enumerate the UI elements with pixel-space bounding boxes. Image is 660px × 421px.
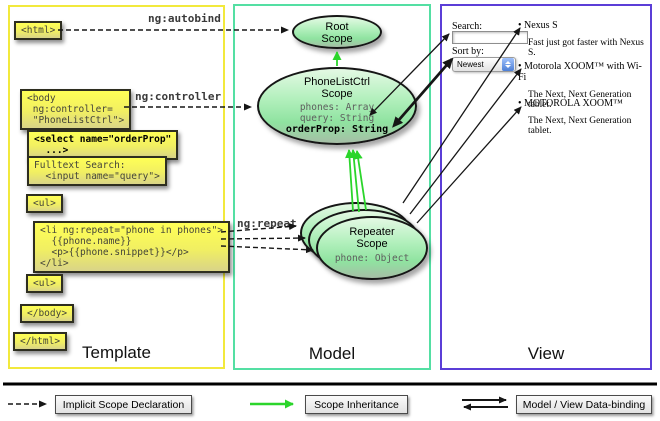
- phone-snippet: Fast just got faster with Nexus S.: [528, 38, 644, 58]
- legend-label: Implicit Scope Declaration: [62, 398, 185, 411]
- legend-model-view-data-binding: Model / View Data-binding: [516, 395, 652, 414]
- code-html-close: </html>: [13, 332, 68, 351]
- repeater-scope-title: Repeater Scope: [349, 226, 395, 250]
- model-column: Model: [233, 4, 431, 370]
- legend-label: Scope Inheritance: [314, 398, 399, 411]
- phone-snippet: The Next, Next Generation tablet.: [528, 116, 632, 136]
- code-body-open: <body ng:controller= "PhoneListCtrl">: [20, 89, 132, 130]
- code-li-repeat: <li ng:repeat="phone in phones"> {{phone…: [33, 221, 231, 273]
- legend-scope-inheritance: Scope Inheritance: [305, 395, 408, 414]
- sort-dropdown-value: Newest: [457, 60, 484, 69]
- prop-orderprop: orderProp: String: [285, 124, 389, 135]
- annotation-ng-autobind: ng:autobind: [148, 12, 221, 25]
- search-input[interactable]: [452, 31, 528, 44]
- prop-query: query: String: [299, 113, 375, 124]
- root-scope-title: Root Scope: [321, 21, 353, 45]
- sort-dropdown[interactable]: Newest: [452, 57, 516, 72]
- prop-phone: phone: Object: [334, 253, 410, 264]
- phone-list-item: Nexus S Fast just got faster with Nexus …: [518, 20, 650, 58]
- code-ul-close: <ul>: [26, 274, 63, 293]
- view-column-label: View: [527, 344, 565, 363]
- search-label: Search:: [452, 21, 482, 32]
- phonelistctrl-scope-ellipse: PhoneListCtrl Scope phones: Array query:…: [257, 67, 417, 145]
- prop-phones: phones: Array: [299, 102, 375, 113]
- phonelistctrl-scope-title: PhoneListCtrl Scope: [303, 76, 371, 100]
- code-html-open: <html>: [14, 21, 63, 40]
- annotation-ng-controller: ng:controller: [135, 90, 222, 103]
- repeater-scope-ellipse: Repeater Scope phone: Object: [316, 216, 428, 280]
- sort-by-label: Sort by:: [452, 46, 484, 57]
- phone-list-item: MOTOROLA XOOM™ The Next, Next Generation…: [518, 98, 650, 136]
- code-body-close: </body>: [20, 304, 75, 323]
- phone-name: Nexus S: [518, 20, 650, 31]
- root-scope-ellipse: Root Scope: [292, 15, 382, 49]
- legend-implicit-scope-declaration: Implicit Scope Declaration: [55, 395, 192, 414]
- annotation-ng-repeat: ng:repeat: [237, 217, 297, 230]
- phone-name: MOTOROLA XOOM™: [518, 98, 650, 109]
- legend-label: Model / View Data-binding: [522, 398, 646, 411]
- code-select-orderprop: <select name="orderProp" ...>: [27, 130, 179, 160]
- model-column-label: Model: [308, 344, 356, 363]
- phone-name: Motorola XOOM™ with Wi-Fi: [518, 61, 650, 83]
- code-fulltext-search: Fulltext Search: <input name="query">: [27, 156, 167, 186]
- template-column-label: Template: [82, 343, 151, 362]
- dropdown-stepper-icon: [502, 58, 514, 71]
- code-ul-open: <ul>: [26, 194, 63, 213]
